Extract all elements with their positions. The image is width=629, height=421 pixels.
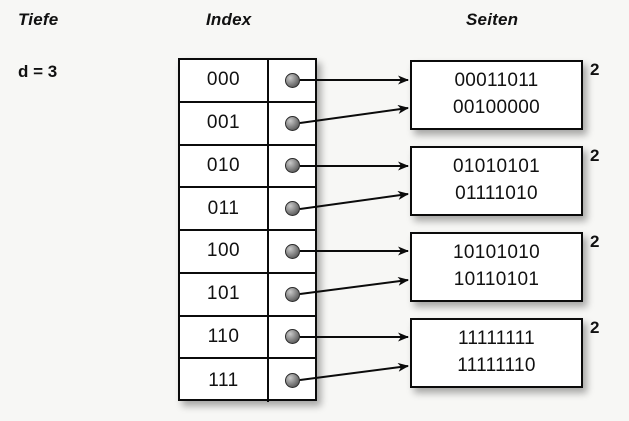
page-box: 01010101 01111010 — [410, 146, 583, 216]
index-pointer-cell — [269, 60, 315, 101]
page-count-label: 2 — [590, 146, 600, 165]
index-pointer-cell — [269, 359, 315, 402]
index-key: 110 — [180, 316, 269, 358]
index-key: 000 — [180, 60, 269, 101]
pointer-dot-icon — [284, 201, 300, 217]
page-count-label: 2 — [590, 232, 600, 251]
index-pointer-cell — [269, 274, 315, 315]
index-pointer-cell — [269, 103, 315, 144]
page-record: 11111111 — [457, 328, 536, 350]
page-record: 10101010 — [453, 242, 540, 264]
pointer-dot-icon — [284, 373, 300, 389]
index-row: 001 — [180, 102, 315, 146]
page-record: 01010101 — [453, 156, 540, 178]
pointer-dot-icon — [284, 115, 300, 131]
index-pointer-cell — [269, 231, 315, 272]
page-record: 00011011 — [454, 70, 539, 92]
pointer-dot-icon — [284, 286, 300, 302]
pointer-dot-icon — [284, 329, 300, 345]
depth-value-label: d = 3 — [18, 62, 58, 81]
index-row: 011 — [180, 188, 315, 231]
index-pointer-cell — [269, 317, 315, 358]
index-row: 110 — [180, 316, 315, 360]
pointer-dot-icon — [284, 243, 300, 259]
page-box: 00011011 00100000 — [410, 60, 583, 130]
index-row: 100 — [180, 231, 315, 274]
column-heading-depth: Tiefe — [18, 10, 59, 29]
index-key: 001 — [180, 102, 269, 144]
column-heading-index: Index — [206, 10, 252, 29]
index-key: 100 — [180, 231, 269, 272]
index-key: 011 — [180, 188, 269, 229]
pointer-dot-icon — [284, 158, 300, 174]
page-record: 01111010 — [455, 183, 538, 204]
index-key: 111 — [180, 359, 269, 402]
index-row: 101 — [180, 273, 315, 317]
page-count-label: 2 — [590, 318, 600, 337]
index-row: 000 — [180, 60, 315, 103]
page-record: 10110101 — [453, 269, 540, 290]
index-pointer-cell — [269, 146, 315, 187]
index-key: 101 — [180, 273, 269, 315]
column-heading-pages: Seiten — [466, 10, 519, 29]
index-row: 111 — [180, 359, 315, 402]
page-box: 10101010 10110101 — [410, 232, 583, 302]
index-pointer-cell — [269, 188, 315, 229]
pointer-dot-icon — [284, 72, 300, 88]
index-key: 010 — [180, 145, 269, 187]
page-count-label: 2 — [590, 60, 600, 79]
page-box: 11111111 11111110 — [410, 318, 583, 388]
index-table: 000 001 010 011 100 — [178, 58, 317, 402]
page-record: 00100000 — [453, 97, 540, 118]
index-row: 010 — [180, 145, 315, 189]
page-record: 11111110 — [457, 355, 536, 376]
